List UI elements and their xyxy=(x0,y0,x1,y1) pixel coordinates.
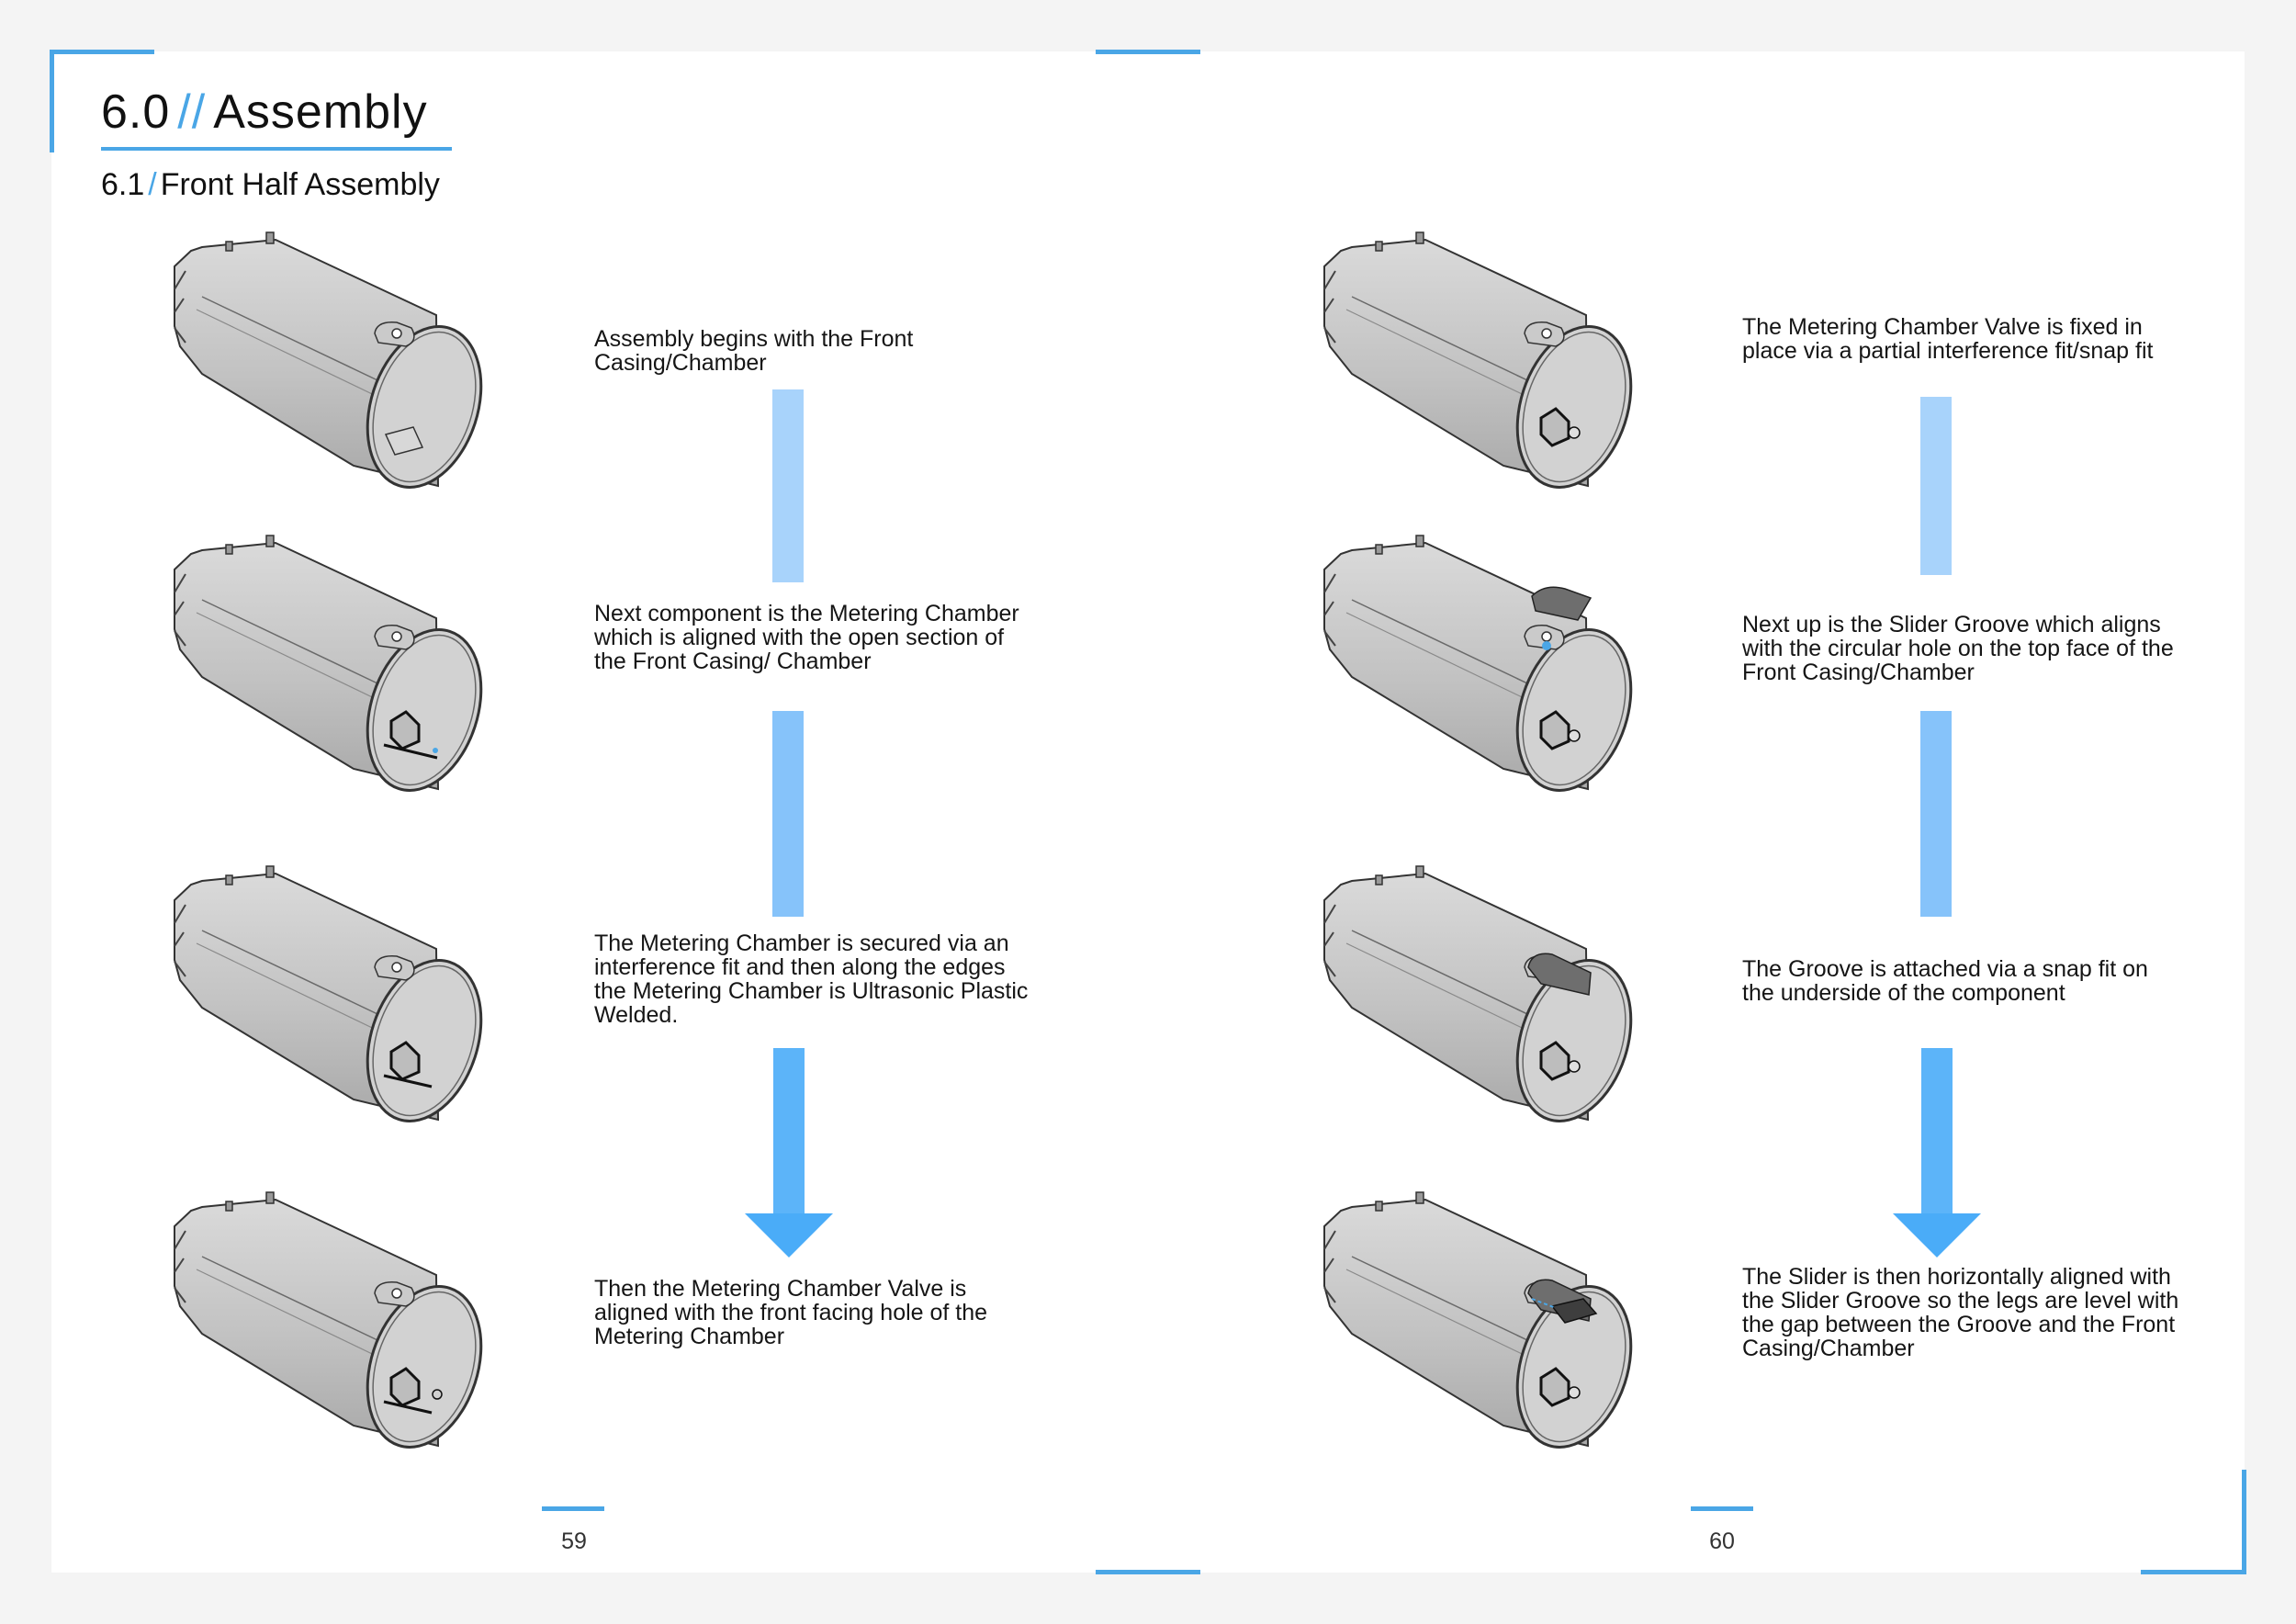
corner-accent-bottom-right-v xyxy=(2242,1470,2246,1574)
step-connector-3 xyxy=(1920,397,1952,575)
step-8-text: The Slider is then horizontally aligned … xyxy=(1742,1264,2179,1361)
step-7-text: The Groove is attached via a snap fit on… xyxy=(1742,956,2148,1006)
step-2-text: Next component is the Metering Chamber w… xyxy=(594,601,1019,674)
top-center-accent xyxy=(1096,50,1200,54)
step-5-text: The Metering Chamber Valve is fixed in p… xyxy=(1742,314,2154,364)
corner-accent-top-left-v xyxy=(50,50,54,152)
metering-chamber-illustration xyxy=(165,528,505,795)
page-number-60: 60 xyxy=(1709,1528,1735,1554)
step-4-text: Then the Metering Chamber Valve is align… xyxy=(594,1276,988,1349)
step-connector-1 xyxy=(772,389,804,582)
corner-accent-bottom-right-h xyxy=(2141,1570,2246,1574)
front-casing-illustration xyxy=(165,225,505,491)
chamber-valve-illustration xyxy=(165,1185,505,1451)
bottom-center-accent xyxy=(1096,1570,1200,1574)
slider-groove-illustration xyxy=(1315,528,1655,795)
page-59-marker xyxy=(542,1506,604,1511)
page-60-marker xyxy=(1691,1506,1753,1511)
section-heading-underline xyxy=(101,147,452,151)
welded-chamber-illustration xyxy=(165,859,505,1125)
groove-attached-illustration xyxy=(1315,859,1655,1125)
step-3-text: The Metering Chamber is secured via an i… xyxy=(594,930,1029,1028)
page-number-59: 59 xyxy=(561,1528,587,1554)
section-heading: 6.0//Assembly xyxy=(101,85,428,139)
valve-fixed-illustration xyxy=(1315,225,1655,491)
subsection-heading: 6.1/Front Half Assembly xyxy=(101,167,440,202)
step-connector-4 xyxy=(1920,711,1952,917)
step-6-text: Next up is the Slider Groove which align… xyxy=(1742,612,2174,685)
corner-accent-top-left-h xyxy=(50,50,154,54)
step-arrow-down-2 xyxy=(1893,1048,1981,1257)
slider-aligned-illustration xyxy=(1315,1185,1655,1451)
step-connector-2 xyxy=(772,711,804,917)
step-arrow-down xyxy=(745,1048,833,1257)
step-1-text: Assembly begins with the Front Casing/Ch… xyxy=(594,326,914,376)
